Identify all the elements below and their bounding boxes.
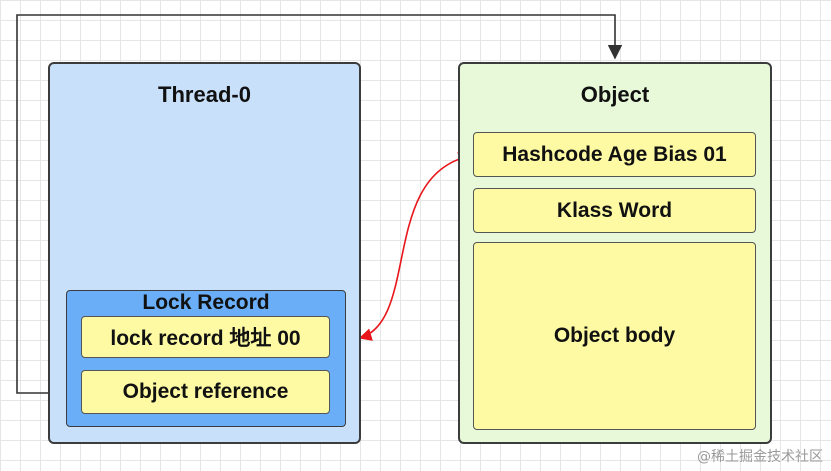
object-title: Object	[580, 82, 650, 107]
mark-word-field: Hashcode Age Bias 01	[473, 132, 756, 177]
swap-arrow	[358, 152, 472, 341]
watermark: @稀土掘金技术社区	[697, 449, 823, 465]
object-reference-connector	[16, 14, 623, 394]
object-body-field: Object body	[473, 242, 756, 430]
thread-title: Thread-0	[158, 82, 251, 107]
lock-record-title: Lock Record	[142, 291, 270, 314]
lock-record-field: lock record 地址 00	[81, 316, 330, 358]
object-reference-field: Object reference	[81, 370, 330, 414]
klass-word-field: Klass Word	[473, 188, 756, 233]
